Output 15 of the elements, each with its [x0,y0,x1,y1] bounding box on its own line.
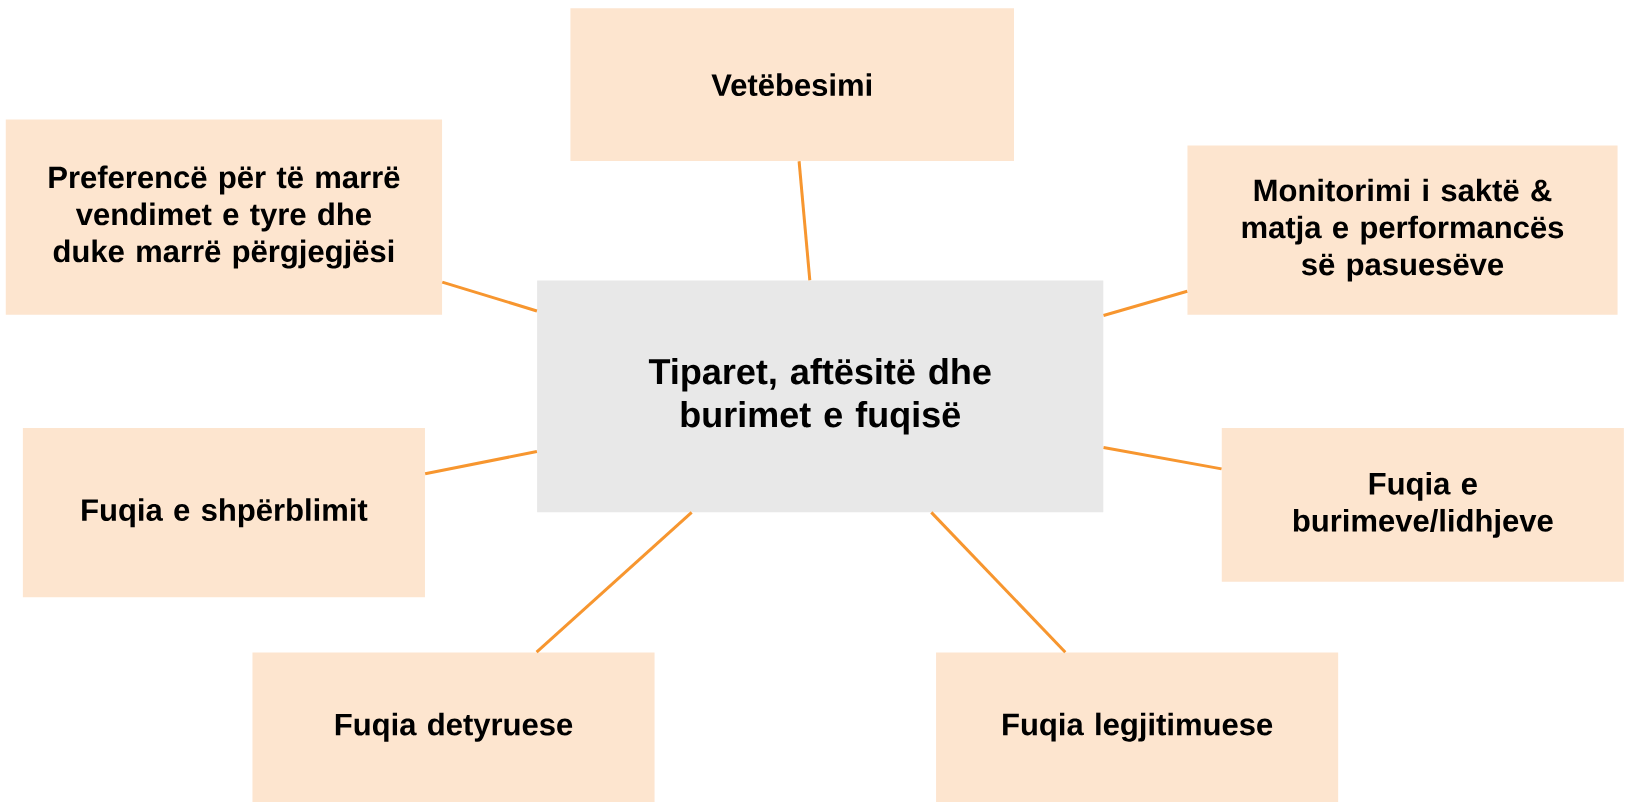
connector-line [441,280,538,313]
trait-box: Vetëbesimi [570,8,1014,162]
center-box: Tiparet, aftësitë dhe burimet e fuqisë [537,280,1104,513]
connector-line [797,161,812,281]
trait-box: Preferencë për të marrë vendimet e tyre dhe duke marrë përgjegjësi [5,119,443,315]
trait-box: Fuqia e shpërblimit [22,428,425,598]
trait-box: Fuqia legjitimuese [936,652,1339,802]
connector-line [1103,289,1188,317]
connector-line [1103,445,1222,471]
connector-line [424,450,538,476]
connector-line [535,511,693,654]
connector-line [930,511,1067,654]
trait-box: Fuqia e burimeve/lidhjeve [1221,428,1624,582]
trait-box: Monitorimi i saktë & matja e performancës së pasuesëve [1187,145,1618,315]
trait-box: Fuqia detyruese [252,652,655,802]
